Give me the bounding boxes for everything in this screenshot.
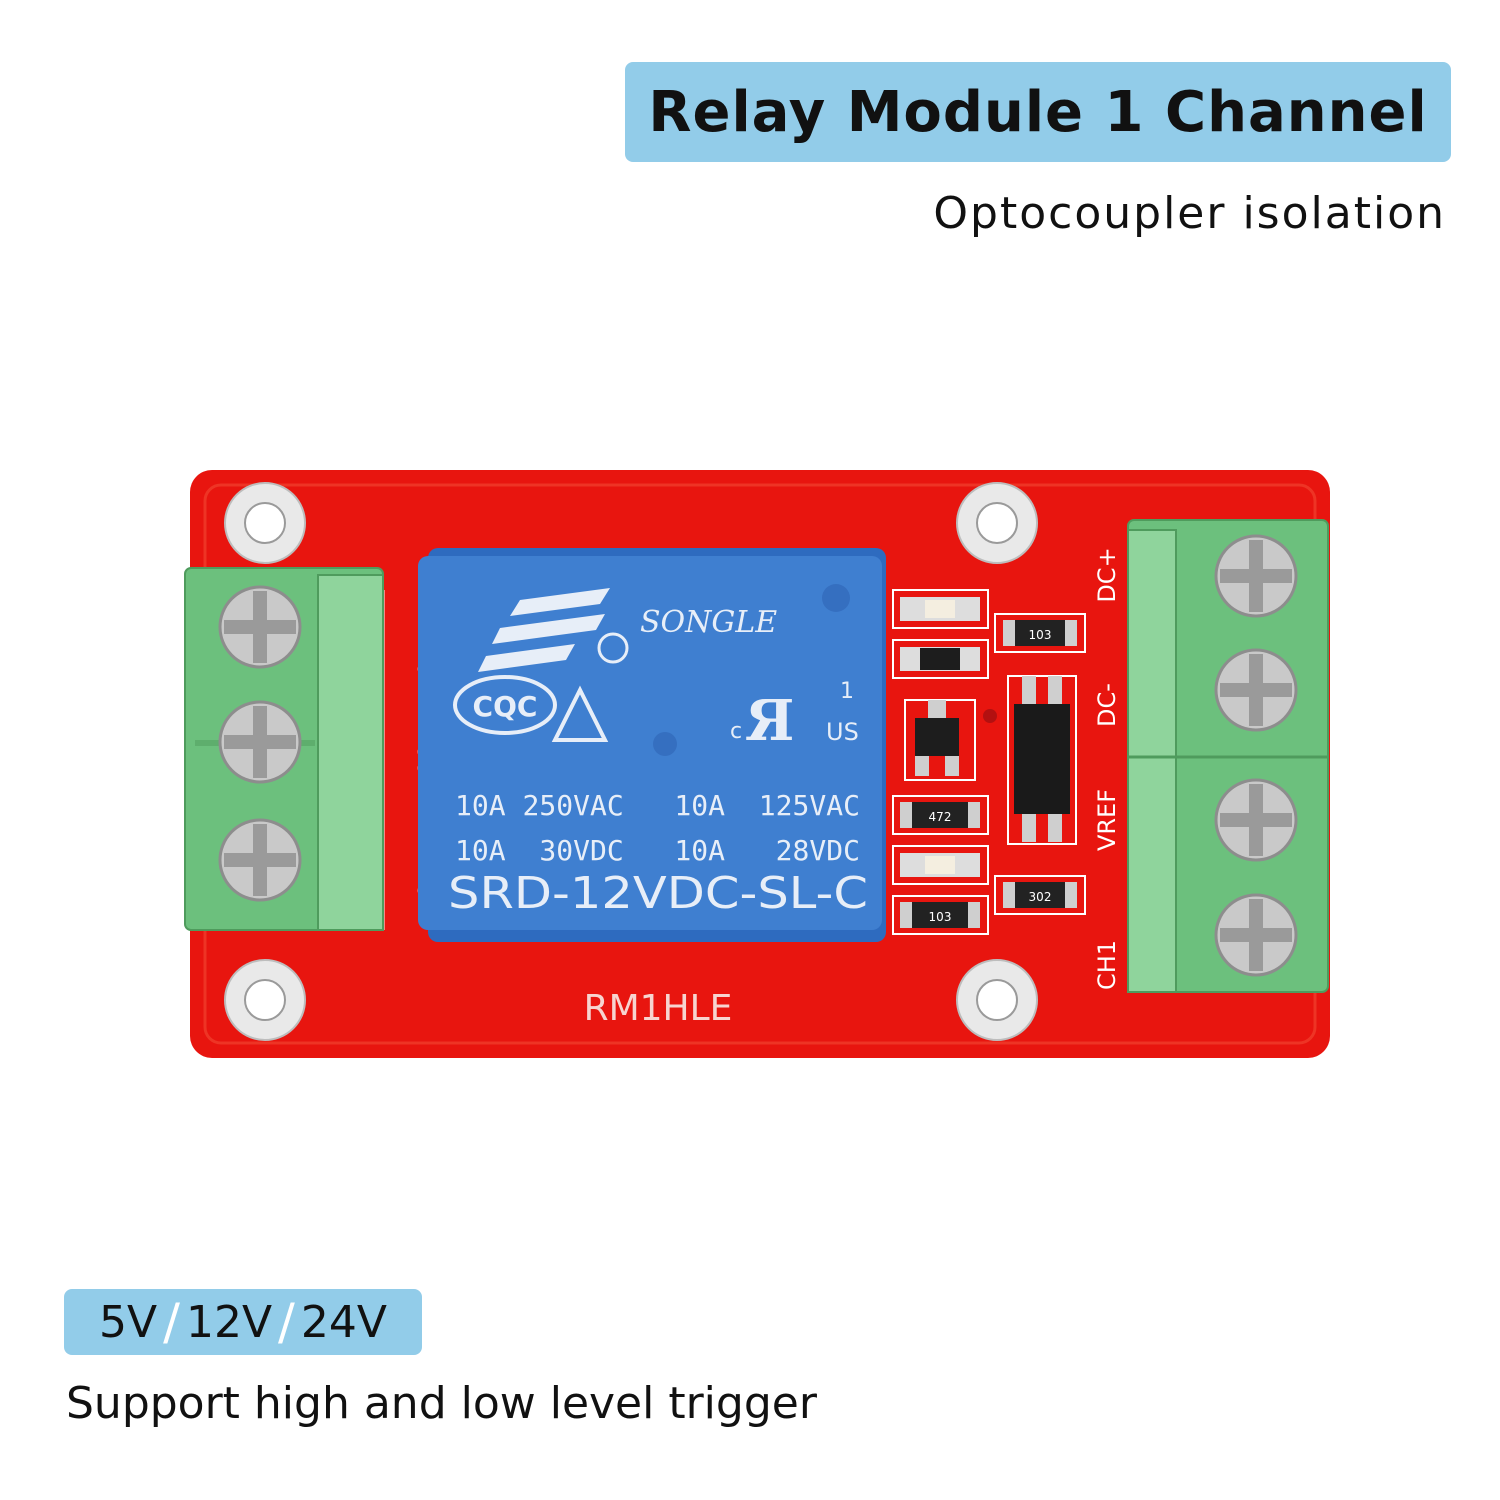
songle-logo-icon — [478, 588, 629, 672]
voltage-badge: 5V/12V/24V — [64, 1289, 422, 1355]
voltage-24v: 24V — [300, 1296, 387, 1348]
title-banner: Relay Module 1 Channel — [625, 62, 1451, 162]
terminal-label-dcplus: DC+ — [1093, 547, 1121, 602]
smd-resistor: 103 — [994, 613, 1086, 653]
smd-resistor: 103 — [892, 895, 989, 935]
cert-1: 1 — [840, 679, 854, 704]
resistor-code-4: 103 — [929, 910, 952, 924]
relay-rating-2: 10A 30VDC 10A 28VDC — [455, 834, 860, 867]
screw-icon — [1214, 893, 1298, 977]
smd-resistor: 472 — [892, 795, 989, 835]
terminal-label-dcminus: DC- — [1093, 683, 1121, 727]
mounting-hole — [956, 482, 1038, 564]
optocoupler — [1007, 675, 1077, 845]
right-terminal-block — [1127, 519, 1329, 993]
terminal-label-ch1: CH1 — [1093, 940, 1121, 990]
voltage-separator: / — [278, 1293, 295, 1351]
smd-led — [892, 845, 989, 885]
screw-icon — [218, 585, 302, 669]
mounting-hole — [224, 482, 306, 564]
product-subtitle: Optocoupler isolation — [933, 188, 1446, 239]
left-terminal-block — [184, 567, 384, 931]
mounting-hole — [224, 959, 306, 1041]
screw-icon — [218, 700, 302, 784]
mounting-hole — [956, 959, 1038, 1041]
screw-icon — [218, 818, 302, 902]
resistor-code-2: 472 — [929, 810, 952, 824]
svg-text:Я: Я — [745, 688, 794, 754]
smd-diode — [892, 639, 989, 679]
relay-rating-1: 10A 250VAC 10A 125VAC — [455, 789, 860, 822]
board-model-label: RM1HLE — [584, 988, 733, 1029]
smd-led — [892, 589, 989, 629]
voltage-separator: / — [163, 1293, 180, 1351]
ur-mark-icon: c Я 1 US — [730, 679, 859, 754]
relay-brand: SONGLE — [640, 605, 777, 640]
screw-icon — [1214, 778, 1298, 862]
relay-part-number: SRD-12VDC-SL-C — [448, 868, 868, 919]
voltage-12v: 12V — [185, 1296, 273, 1348]
resistor-code-3: 302 — [1029, 890, 1052, 904]
cqc-mark-icon: CQC — [453, 675, 557, 735]
cert-us: US — [826, 718, 859, 746]
terminal-label-vref: VREF — [1093, 789, 1121, 851]
relay: SONGLE CQC c Я 1 US 10A 250VAC 10A 125VA… — [418, 548, 886, 942]
cert-cqc: CQC — [473, 690, 538, 723]
product-title: Relay Module 1 Channel — [648, 79, 1428, 145]
smd-resistor: 302 — [994, 875, 1086, 915]
screw-icon — [1214, 534, 1298, 618]
resistor-code-1: 103 — [1029, 628, 1052, 642]
screw-icon — [1214, 648, 1298, 732]
feature-text: Support high and low level trigger — [66, 1378, 817, 1429]
transistor — [904, 699, 976, 781]
voltage-5v: 5V — [99, 1296, 158, 1348]
svg-text:c: c — [730, 719, 742, 744]
triangle-mark-icon — [551, 685, 609, 742]
